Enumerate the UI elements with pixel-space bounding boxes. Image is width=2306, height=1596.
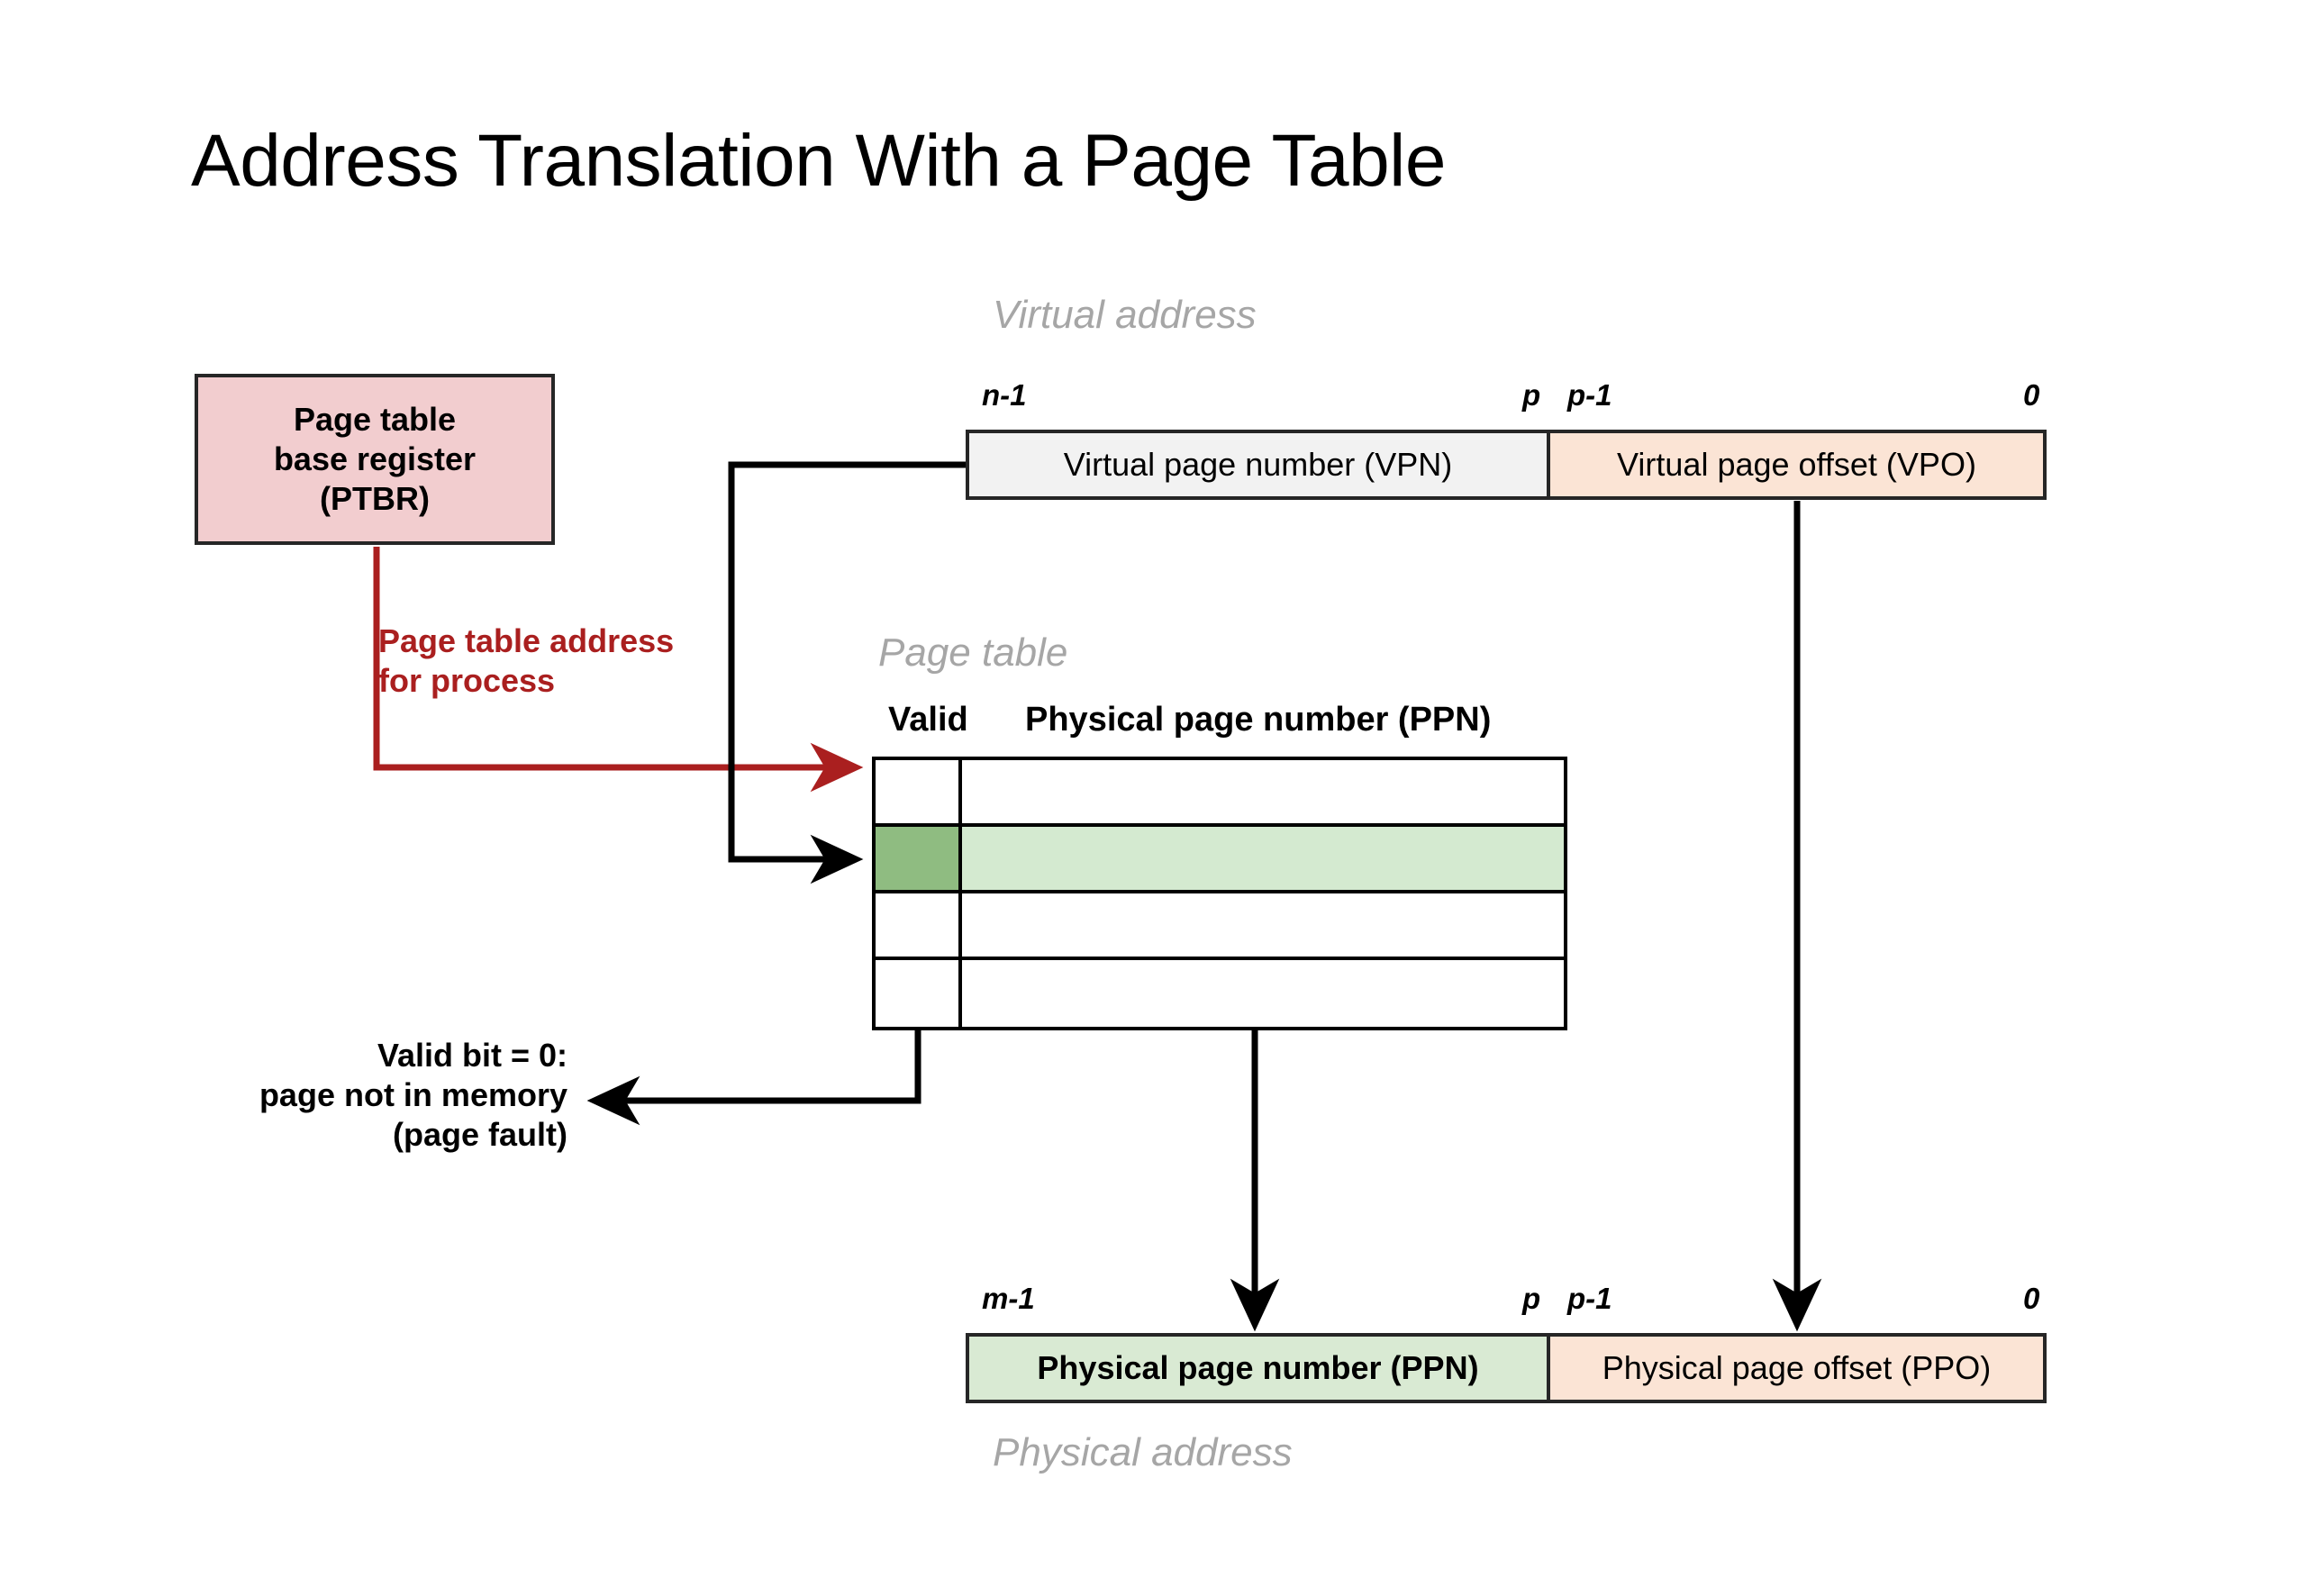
page-fault-annotation: Valid bit = 0: page not in memory (page … bbox=[135, 1036, 567, 1155]
pa-bit-label-split-right: p-1 bbox=[1567, 1282, 1612, 1315]
va-bit-label-lsb: 0 bbox=[2023, 378, 2040, 412]
pa-bit-label-lsb: 0 bbox=[2023, 1282, 2040, 1315]
page-table-base-register-box[interactable]: Page table base register (PTBR) bbox=[195, 374, 555, 545]
virtual-page-offset-field[interactable]: Virtual page offset (VPO) bbox=[1550, 433, 2043, 496]
physical-page-offset-field[interactable]: Physical page offset (PPO) bbox=[1550, 1337, 2043, 1400]
valid-bit-cell[interactable] bbox=[876, 827, 962, 890]
table-row[interactable] bbox=[876, 827, 1564, 893]
ptbr-line-1: Page table bbox=[293, 401, 457, 439]
valid-bit-cell[interactable] bbox=[876, 760, 962, 823]
physical-address-bar: Physical page number (PPN) Physical page… bbox=[966, 1333, 2047, 1403]
valid-bit-cell[interactable] bbox=[876, 960, 962, 1027]
page-fault-line-3: (page fault) bbox=[393, 1115, 567, 1153]
va-bit-label-split-right: p-1 bbox=[1567, 378, 1612, 412]
table-row[interactable] bbox=[876, 960, 1564, 1027]
virtual-page-number-field[interactable]: Virtual page number (VPN) bbox=[969, 433, 1550, 496]
page-title: Address Translation With a Page Table bbox=[191, 120, 1447, 202]
pa-bit-label-msb: m-1 bbox=[982, 1282, 1035, 1315]
ppn-cell[interactable] bbox=[962, 760, 1564, 823]
ptbr-line-3: (PTBR) bbox=[320, 479, 430, 517]
ptbr-line-2: base register bbox=[273, 440, 477, 478]
page-table-grid bbox=[872, 757, 1567, 1030]
virtual-address-bar: Virtual page number (VPN) Virtual page o… bbox=[966, 430, 2047, 500]
page-table-address-line-1: Page table address bbox=[378, 622, 675, 659]
va-bit-label-msb: n-1 bbox=[982, 378, 1027, 412]
wire-valid-bit-to-page-fault bbox=[586, 854, 921, 1126]
page-table-address-line-2: for process bbox=[378, 661, 556, 699]
ppn-cell[interactable] bbox=[962, 893, 1564, 957]
page-table-address-annotation: Page table address for process bbox=[378, 621, 739, 701]
table-row[interactable] bbox=[876, 760, 1564, 827]
ppn-cell[interactable] bbox=[962, 827, 1564, 890]
column-header-physical-page-number: Physical page number (PPN) bbox=[1025, 701, 1492, 739]
page-fault-line-1: Valid bit = 0: bbox=[377, 1037, 567, 1074]
caption-virtual-address: Virtual address bbox=[993, 293, 1257, 337]
column-header-valid: Valid bbox=[888, 701, 968, 739]
page-fault-line-2: page not in memory bbox=[259, 1075, 567, 1113]
page-table-column-headers: Valid Physical page number (PPN) bbox=[872, 701, 1567, 746]
va-bit-label-split-left: p bbox=[1522, 378, 1541, 412]
caption-physical-address: Physical address bbox=[993, 1430, 1293, 1474]
valid-bit-cell[interactable] bbox=[876, 893, 962, 957]
physical-page-number-field[interactable]: Physical page number (PPN) bbox=[969, 1337, 1550, 1400]
table-row[interactable] bbox=[876, 893, 1564, 960]
caption-page-table: Page table bbox=[878, 630, 1068, 675]
pa-bit-label-split-left: p bbox=[1522, 1282, 1541, 1315]
ppn-cell[interactable] bbox=[962, 960, 1564, 1027]
